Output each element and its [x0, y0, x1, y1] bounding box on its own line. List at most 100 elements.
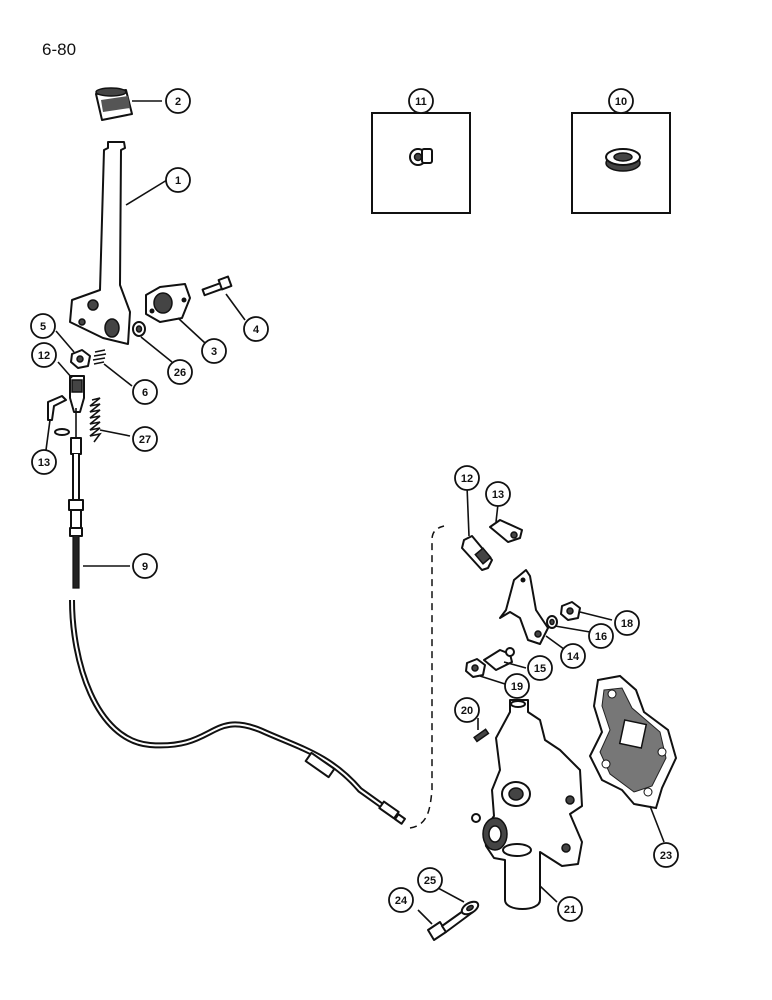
part-15-ball-stud — [483, 647, 527, 671]
part-10-grommet — [605, 148, 641, 172]
callout-16: 16 — [588, 623, 614, 649]
callout-circle — [614, 610, 640, 636]
callout-label: 25 — [424, 875, 436, 887]
callout-label: 10 — [615, 96, 627, 108]
callout-label: 21 — [564, 904, 576, 916]
callout-circle — [167, 359, 193, 385]
callout-11: 11 — [408, 88, 434, 114]
part-21-housing — [471, 699, 583, 910]
callout-18: 18 — [614, 610, 640, 636]
callout-label: 9 — [142, 561, 148, 573]
callout-13: 13 — [485, 481, 511, 507]
callout-circle — [527, 655, 553, 681]
part-27-spring — [89, 397, 131, 443]
part-2-bushing — [95, 87, 162, 121]
part-5-nut — [55, 330, 91, 369]
callout-label: 11 — [415, 96, 427, 108]
callout-15: 15 — [527, 655, 553, 681]
part-13-clip-upper — [45, 395, 70, 451]
callout-6: 6 — [132, 379, 158, 405]
callout-label: 5 — [40, 321, 46, 333]
part-12-clevis-upper — [57, 361, 85, 413]
callout-label: 16 — [595, 631, 607, 643]
callout-4: 4 — [243, 316, 269, 342]
part-14-lever-arm — [499, 569, 569, 653]
part-26-washer — [132, 321, 173, 363]
part-12-clevis-lower — [461, 485, 493, 571]
callout-5: 5 — [30, 313, 56, 339]
callout-circle — [454, 465, 480, 491]
callout-label: 6 — [142, 387, 148, 399]
callout-layer: 1234569101112121313141516181920212324252… — [30, 88, 679, 922]
callout-circle — [30, 313, 56, 339]
part-1-lever — [69, 141, 168, 345]
callout-25: 25 — [417, 867, 443, 893]
part-9-control-cable — [68, 408, 445, 829]
callout-label: 3 — [211, 346, 217, 358]
callout-27: 27 — [132, 426, 158, 452]
part-19-nut — [465, 658, 506, 685]
callout-circle — [608, 88, 634, 114]
callout-circle — [132, 553, 158, 579]
callout-label: 19 — [511, 681, 523, 693]
part-11-nut — [409, 148, 433, 166]
callout-label: 4 — [253, 324, 260, 336]
callout-label: 13 — [492, 489, 504, 501]
callout-label: 20 — [461, 705, 473, 717]
callout-circle — [165, 88, 191, 114]
part-6-spring — [92, 349, 133, 387]
part-16-washer — [546, 615, 591, 633]
callout-label: 27 — [139, 434, 151, 446]
callout-label: 2 — [175, 96, 181, 108]
part-4-bolt — [201, 275, 246, 321]
callout-circle — [132, 426, 158, 452]
callout-label: 24 — [395, 895, 408, 907]
callout-21: 21 — [557, 896, 583, 922]
part-3-bracket — [145, 283, 206, 344]
callout-circle — [388, 887, 414, 913]
callout-12: 12 — [31, 342, 57, 368]
callout-9: 9 — [132, 553, 158, 579]
callout-circle — [243, 316, 269, 342]
callout-label: 1 — [175, 175, 181, 187]
part-23-gasket — [588, 674, 678, 843]
callout-label: 26 — [174, 367, 186, 379]
callout-circle — [485, 481, 511, 507]
callout-label: 12 — [461, 473, 473, 485]
part-18-nut — [560, 601, 613, 621]
callout-circle — [165, 167, 191, 193]
callout-circle — [132, 379, 158, 405]
callout-circle — [504, 673, 530, 699]
callout-label: 14 — [567, 651, 580, 663]
page-number: 6-80 — [42, 40, 77, 59]
callout-23: 23 — [653, 842, 679, 868]
callout-3: 3 — [201, 338, 227, 364]
inset-box-part-10 — [571, 112, 671, 214]
callout-1: 1 — [165, 167, 191, 193]
callout-24: 24 — [388, 887, 414, 913]
callout-13: 13 — [31, 449, 57, 475]
callout-circle — [588, 623, 614, 649]
callout-12: 12 — [454, 465, 480, 491]
part-25-washer — [437, 887, 480, 916]
part-20-roll-pin — [473, 718, 490, 743]
callout-14: 14 — [560, 643, 586, 669]
callout-circle — [653, 842, 679, 868]
callout-2: 2 — [165, 88, 191, 114]
callout-label: 12 — [38, 350, 50, 362]
callout-circle — [417, 867, 443, 893]
callout-label: 15 — [534, 663, 546, 675]
callout-19: 19 — [504, 673, 530, 699]
callout-20: 20 — [454, 697, 480, 723]
callout-26: 26 — [167, 359, 193, 385]
callout-10: 10 — [608, 88, 634, 114]
callout-circle — [31, 342, 57, 368]
callout-circle — [31, 449, 57, 475]
callout-circle — [201, 338, 227, 364]
callout-circle — [560, 643, 586, 669]
callout-circle — [408, 88, 434, 114]
callout-circle — [557, 896, 583, 922]
callout-label: 13 — [38, 457, 50, 469]
callout-label: 18 — [621, 618, 633, 630]
